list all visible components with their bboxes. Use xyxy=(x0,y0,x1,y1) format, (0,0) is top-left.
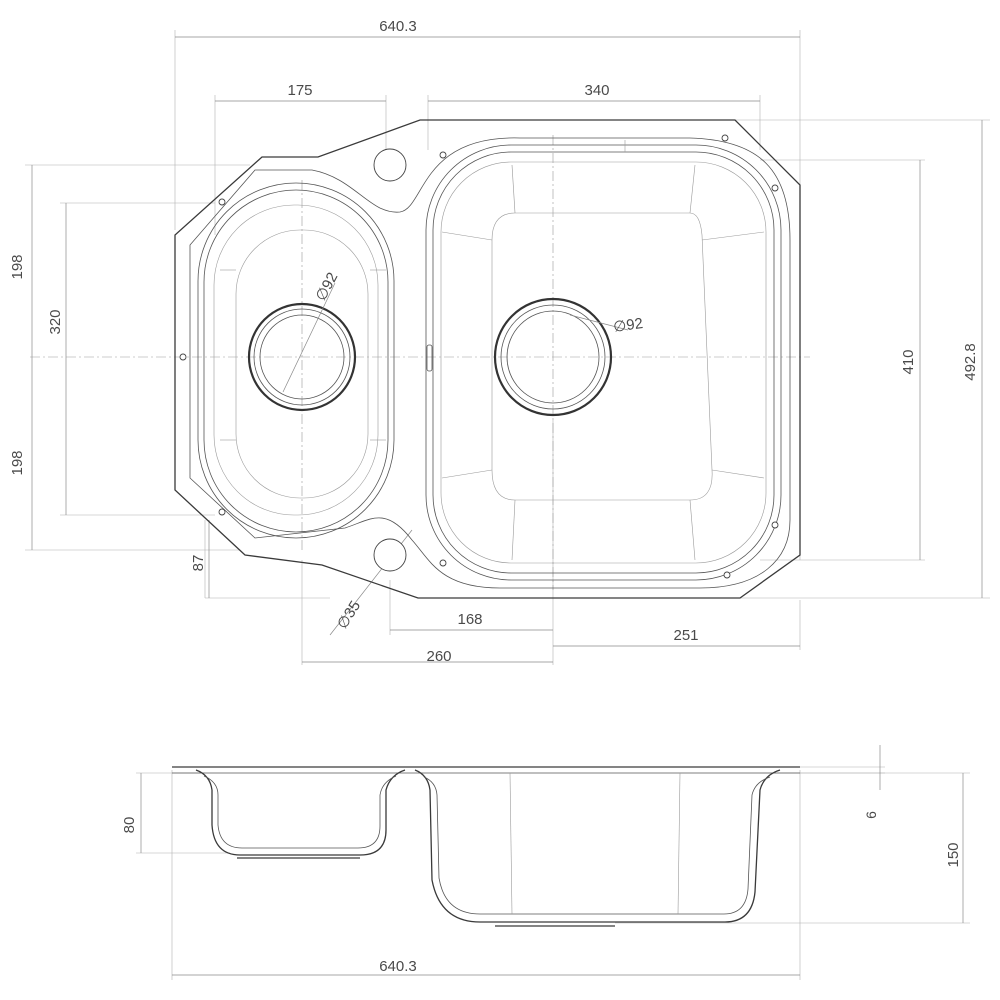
svg-text:∅92: ∅92 xyxy=(313,270,342,304)
section-view: 80 6 150 640.3 xyxy=(121,745,970,980)
dim-rim-thickness: 6 xyxy=(863,811,879,819)
dim-bottom-edge-offset: 87 xyxy=(190,555,207,572)
center-lines xyxy=(30,135,810,590)
small-bowl-section xyxy=(195,769,406,856)
tap-hole-top xyxy=(373,148,407,182)
large-bowl-section xyxy=(414,769,781,923)
waste-small-dia-label: ∅92 xyxy=(313,270,342,304)
dim-upper-half-offset: 198 xyxy=(9,254,26,279)
section-extension-lines xyxy=(136,766,970,980)
dim-small-bowl-depth: 80 xyxy=(121,817,138,834)
dim-overall-depth: 492.8 xyxy=(962,343,979,381)
dim-small-bowl-length: 320 xyxy=(47,309,64,334)
dim-large-bowl-width: 340 xyxy=(584,82,609,99)
sink-outline xyxy=(174,119,801,599)
dim-tap-hole-dia: ∅35 xyxy=(334,598,364,632)
dim-overall-width: 640.3 xyxy=(379,18,417,35)
large-bowl xyxy=(425,140,782,581)
svg-text:∅92: ∅92 xyxy=(612,315,644,336)
dimension-lines xyxy=(31,36,983,663)
section-dimension-lines xyxy=(140,745,964,976)
dim-large-bowl-length: 410 xyxy=(900,349,917,374)
extension-lines xyxy=(25,30,990,665)
rim-profile xyxy=(189,137,791,589)
tap-hole-bottom xyxy=(373,538,407,572)
dim-waste-spacing: 168 xyxy=(457,611,482,628)
waste-outlet-small xyxy=(247,282,357,412)
fixing-holes xyxy=(179,134,779,579)
dim-large-bowl-depth: 150 xyxy=(945,842,962,867)
dim-section-overall-width: 640.3 xyxy=(379,958,417,975)
dim-lower-half-offset: 198 xyxy=(9,450,26,475)
dim-tap-to-waste: 260 xyxy=(426,648,451,665)
small-bowl xyxy=(197,182,395,539)
dim-small-bowl-width: 175 xyxy=(287,82,312,99)
waste-large-dia-label: ∅92 xyxy=(612,315,644,336)
svg-text:∅35: ∅35 xyxy=(334,598,364,632)
plan-dimension-labels: 640.3 175 340 198 320 198 410 492.8 87 1… xyxy=(9,18,979,665)
plan-view: 640.3 175 340 198 320 198 410 492.8 87 1… xyxy=(9,18,990,665)
overflow-slot xyxy=(426,344,433,372)
waste-outlet-large xyxy=(493,297,629,417)
dim-drain-to-edge: 251 xyxy=(673,627,698,644)
